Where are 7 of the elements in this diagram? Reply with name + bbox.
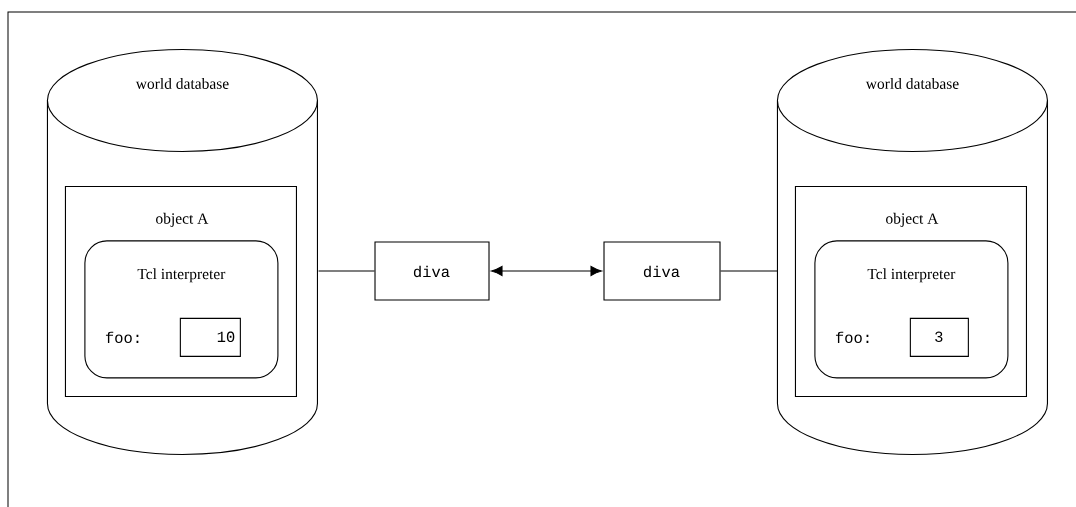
object-box: diva xyxy=(603,241,721,301)
connector xyxy=(491,265,602,277)
value-box: 10 xyxy=(179,317,241,357)
connector xyxy=(318,270,375,272)
object-box: diva xyxy=(374,241,490,301)
value-box: 3 xyxy=(909,317,969,357)
connector xyxy=(720,270,778,272)
